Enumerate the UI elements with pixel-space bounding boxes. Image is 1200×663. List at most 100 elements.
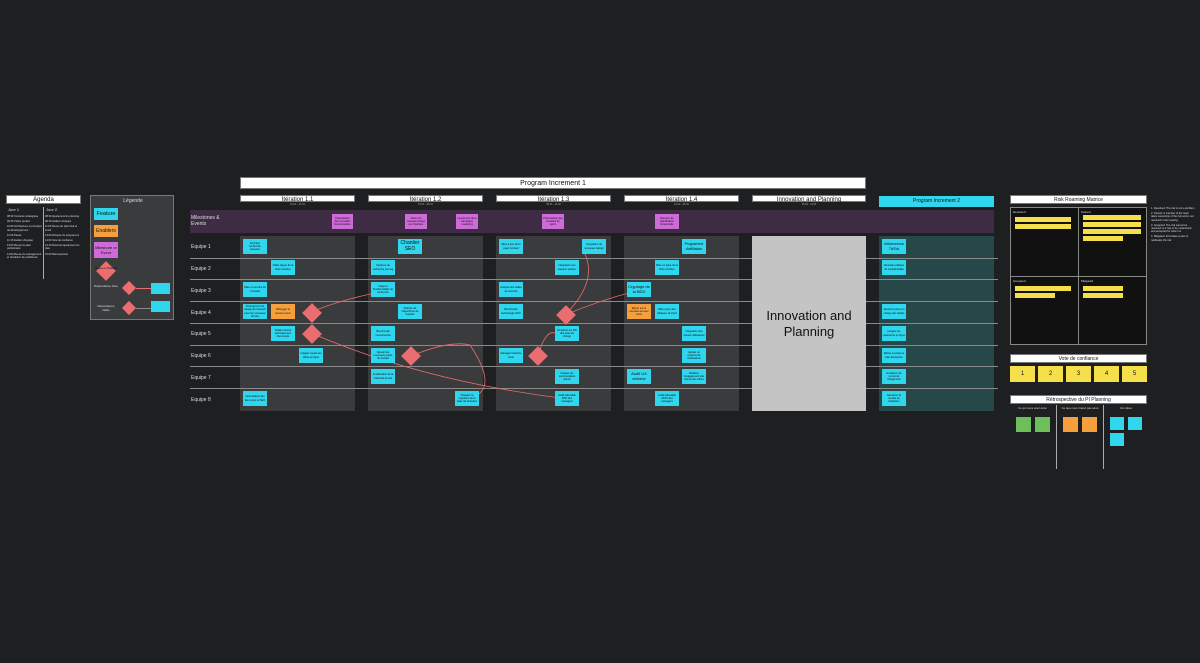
legend-panel: Légende Feature Enablers Milestone or Ev… — [90, 195, 174, 320]
feature-card[interactable]: Ajouter un système de notifications — [682, 348, 706, 363]
feature-card[interactable]: Améliorer les temps de chargement — [882, 369, 906, 384]
vote-2[interactable]: 2 — [1038, 366, 1063, 382]
row-divider — [190, 388, 998, 389]
risk-sticky[interactable] — [1015, 224, 1071, 229]
risk-sticky[interactable] — [1015, 286, 1071, 291]
milestones-band — [190, 210, 994, 233]
feature-card[interactable]: Audit indexable 100% des managers — [655, 391, 679, 406]
feature-card[interactable]: Réaliser l'engagement des clients des of… — [682, 369, 706, 384]
retro-sticky[interactable] — [1110, 433, 1124, 446]
row-label-equipe-8: Equipe 8 — [191, 397, 211, 403]
risk-sticky[interactable] — [1083, 236, 1123, 241]
retro-sticky[interactable] — [1016, 417, 1031, 432]
feature-card[interactable]: Intégrer toutes les offres en ligne — [299, 348, 323, 363]
feature-card[interactable]: Améliorer les KPI des tests de charge — [555, 326, 579, 341]
list-item: 2. Owned: A member of the team takes own… — [1151, 212, 1194, 222]
feature-card[interactable]: Optimisation des liens pour le SEO — [243, 391, 267, 406]
retro-sticky[interactable] — [1063, 417, 1078, 432]
risk-sticky[interactable] — [1083, 222, 1141, 227]
feature-card[interactable]: Intégration de nouveaux design — [582, 239, 606, 254]
row-divider — [190, 366, 998, 367]
risk-sticky[interactable] — [1083, 286, 1123, 291]
enabler-card[interactable]: Migrer sur le nouveau serveur Linux — [627, 304, 651, 319]
retro-sticky[interactable] — [1110, 417, 1124, 430]
legend-dep-weak-label: Dépendance faible — [97, 304, 115, 312]
risk-sticky[interactable] — [1083, 293, 1123, 298]
agenda-title: Agenda — [6, 195, 81, 204]
risk-sticky[interactable] — [1083, 229, 1141, 234]
feature-card[interactable]: Valider l'accès technique aux documents — [271, 326, 295, 341]
iteration-4-dates: 12.02 - 25.02 — [674, 203, 689, 206]
legend-dep-strong-label: Dépendance forte — [94, 284, 118, 288]
feature-card[interactable]: Démarrer la recette de l'adoption — [882, 391, 906, 406]
feature-card[interactable]: Intégrer les commentaires clients — [555, 369, 579, 384]
legend-feature: Feature — [94, 208, 118, 220]
retro-divider — [1103, 405, 1104, 469]
row-label-equipe-4: Equipe 4 — [191, 310, 211, 316]
retro-sticky[interactable] — [1035, 417, 1050, 432]
feature-card[interactable]: Influenceurs TikTok — [882, 239, 906, 254]
milestone-card[interactable]: Présentation des nouvelles fonctionnalit… — [332, 214, 353, 229]
legend-dep-strong-line — [136, 288, 151, 289]
legend-risk-label: Risque ou Obstacle — [95, 267, 117, 270]
feature-card[interactable]: Système de recherche par tag — [371, 260, 395, 275]
retro-sticky[interactable] — [1082, 417, 1097, 432]
retro-sticky[interactable] — [1128, 417, 1142, 430]
innovation-planning-label: Innovation and Planning — [766, 307, 852, 339]
feature-card[interactable]: Benchmark technologie SSO — [499, 304, 523, 319]
feature-card[interactable]: Refonte de l'algorithme de requête — [398, 304, 422, 319]
feature-card[interactable]: Benchmark concurrentiel — [371, 326, 395, 341]
enabler-card[interactable]: Débugger le serveur Linux — [271, 304, 295, 319]
feature-card[interactable]: Intégration aux réseaux sociaux — [555, 260, 579, 275]
risk-matrix-hline — [1011, 276, 1146, 277]
feature-card[interactable]: Changement de design de l'accueil pour l… — [243, 304, 267, 319]
feature-card[interactable]: Vidéo player de la fiche Carrière — [271, 260, 295, 275]
milestone-card[interactable]: Lancement de la campagne marketing — [456, 214, 478, 229]
feature-card[interactable]: Préparer la migration de la base de donn… — [455, 391, 479, 406]
feature-card[interactable]: Audit UX externe — [627, 369, 651, 384]
legend-dep-weak-box — [151, 301, 170, 312]
feature-card[interactable]: Ajouter la prise en charge des tickets — [882, 304, 906, 319]
feature-card[interactable]: Fonction recherche avancée — [243, 239, 267, 254]
agenda-divider — [43, 207, 44, 279]
feature-card[interactable]: Programme d'affiliation — [682, 239, 706, 254]
iteration-4-header: Itération 1.4 — [624, 195, 739, 203]
list-item: 09:15 Vision produit — [7, 220, 30, 224]
feature-card[interactable]: Mise en service du Firewall — [243, 282, 267, 297]
vote-3[interactable]: 3 — [1066, 366, 1091, 382]
milestone-card[interactable]: Réunion de planification trimestrielle — [655, 214, 679, 229]
innovation-planning-block: Innovation and Planning — [752, 236, 866, 411]
row-divider — [190, 258, 998, 259]
feature-card[interactable]: Audit indexable 50% des managers — [555, 391, 579, 406]
vote-1[interactable]: 1 — [1010, 366, 1035, 382]
feature-card[interactable]: Intégrer les paiements en ligne — [882, 326, 906, 341]
feature-card[interactable]: Chantier SEO — [398, 239, 422, 254]
feature-card[interactable]: Mise en ligne de la fiche Carrière — [655, 260, 679, 275]
feature-card[interactable]: Intégration des retours utilisateurs — [682, 326, 706, 341]
feature-card[interactable]: Mettre en place le plan Entreprise — [882, 348, 906, 363]
risk-sticky[interactable] — [1015, 293, 1055, 298]
feature-card[interactable]: Ajouter les nouveaux points de contact — [371, 348, 395, 363]
feature-card[interactable]: Mise à jour de la page Contact — [499, 239, 523, 254]
risk-sticky[interactable] — [1083, 215, 1141, 220]
feature-card[interactable]: Manager interface tests — [499, 348, 523, 363]
feature-card[interactable]: Mise à jour des tableaux de bord — [655, 304, 679, 319]
iteration-2-header: Itération 1.2 — [368, 195, 483, 203]
risk-sticky[interactable] — [1015, 217, 1071, 222]
milestone-card[interactable]: Démo du nouveau design de l'interface — [405, 214, 427, 229]
legend-enablers: Enablers — [94, 225, 118, 237]
agenda-panel: Agenda Jour 1 Jour 2 08:30 Contexte stra… — [6, 195, 81, 285]
feature-card[interactable]: Analyse des failles de sécurité — [499, 282, 523, 297]
feature-card[interactable]: Nouvelle politique de confidentialité — [882, 260, 906, 275]
feature-card[interactable]: Cryptage de la BDD — [627, 282, 651, 297]
feature-card[interactable]: Trajet et fonctionnalités de recherche — [371, 282, 395, 297]
vote-5[interactable]: 5 — [1122, 366, 1147, 382]
feature-card[interactable]: Amélioration de la réactivité du site — [371, 369, 395, 384]
agenda-day1: Jour 1 — [8, 207, 20, 212]
row-label-equipe-7: Equipe 7 — [191, 375, 211, 381]
row-label-equipe-3: Equipe 3 — [191, 288, 211, 294]
legend-milestone: Milestone or Event — [94, 242, 118, 258]
vote-4[interactable]: 4 — [1094, 366, 1119, 382]
milestone-card[interactable]: Présentation des résultats du sprint — [542, 214, 564, 229]
